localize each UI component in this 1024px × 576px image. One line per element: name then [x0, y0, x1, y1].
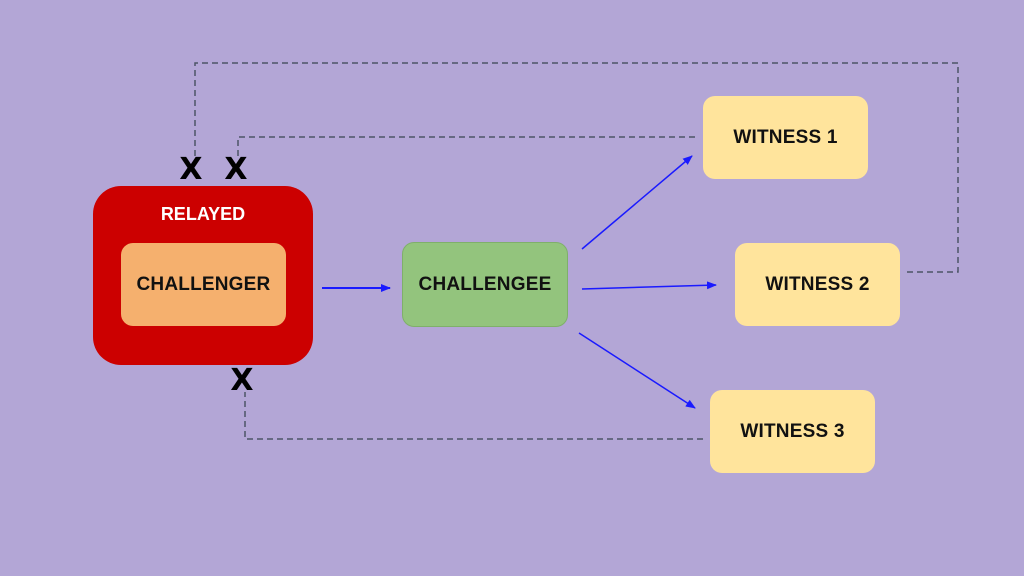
witness-1-node: WITNESS 1 [703, 96, 868, 179]
dashed-link-witness3-to-relayed [244, 392, 703, 440]
witness-3-label: WITNESS 3 [740, 420, 845, 442]
blocked-mark-bottom: X [230, 363, 254, 398]
blocked-mark-top-left: X [179, 152, 203, 187]
challenger-node: CHALLENGER [121, 243, 286, 326]
challengee-label: CHALLENGEE [418, 273, 552, 295]
arrow-challengee-to-witness1 [581, 155, 693, 250]
witness-3-node: WITNESS 3 [710, 390, 875, 473]
arrow-challengee-to-witness3 [578, 332, 696, 409]
dashed-link-witness1-to-relayed [237, 136, 695, 158]
blocked-mark-top-right: X [224, 152, 248, 187]
witness-2-node: WITNESS 2 [735, 243, 900, 326]
challenger-label: CHALLENGER [136, 273, 271, 295]
challengee-node: CHALLENGEE [402, 242, 568, 327]
arrow-challengee-to-witness2 [581, 281, 717, 290]
relayed-label: RELAYED [160, 204, 246, 224]
dashed-link-witness2-to-relayed [194, 62, 959, 273]
witness-1-label: WITNESS 1 [733, 126, 838, 148]
witness-2-label: WITNESS 2 [765, 273, 870, 295]
